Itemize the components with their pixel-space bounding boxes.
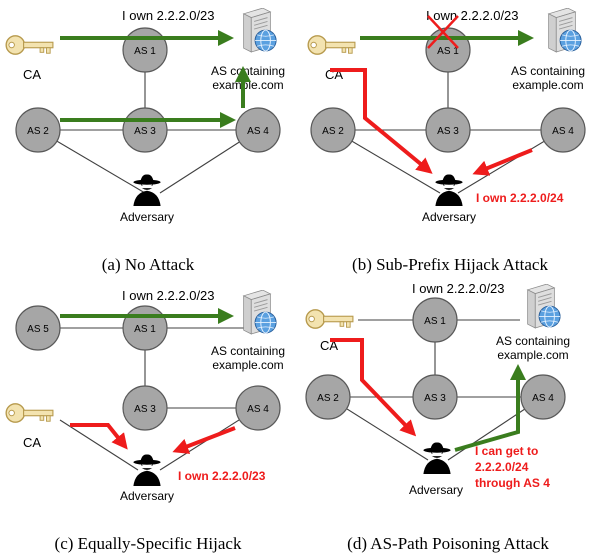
caption-d: (d) AS-Path Poisoning Attack xyxy=(347,534,549,553)
adversary-label: Adversary xyxy=(120,210,174,224)
as2-label: AS 2 xyxy=(27,126,49,137)
server-label-line1: AS containing xyxy=(511,64,585,78)
panel-b: AS 1 AS 2 AS 3 AS 4 CA I own 2.2.2.0/23 … xyxy=(307,8,586,274)
server-label-line2: example.com xyxy=(512,78,583,92)
as2-node xyxy=(305,374,351,420)
panel-a: AS 1 AS 2 AS 3 AS 4 CA I own 2.2.2.0/23 … xyxy=(5,8,285,274)
as3-label: AS 3 xyxy=(134,404,156,415)
as5-node xyxy=(15,305,61,351)
caption-c: (c) Equally-Specific Hijack xyxy=(55,534,242,553)
web-server-icon xyxy=(548,8,582,53)
key-icon xyxy=(5,35,54,55)
as4-node xyxy=(520,374,566,420)
attack-label-line2: 2.2.2.0/24 xyxy=(475,460,529,474)
as1-label: AS 1 xyxy=(424,316,446,327)
as3-node xyxy=(425,107,471,153)
server-label-line2: example.com xyxy=(212,78,283,92)
as4-label: AS 4 xyxy=(247,126,269,137)
as2-node xyxy=(310,107,356,153)
attack-label: I own 2.2.2.0/23 xyxy=(178,469,266,483)
claim-label: I own 2.2.2.0/23 xyxy=(426,8,519,23)
attack-label-line3: through AS 4 xyxy=(475,476,550,490)
web-server-icon xyxy=(243,8,277,53)
claim-label: I own 2.2.2.0/23 xyxy=(122,288,215,303)
poisoned-path-as4 xyxy=(454,364,526,452)
as4-label: AS 4 xyxy=(552,126,574,137)
panel-d: AS 1 AS 2 AS 3 AS 4 CA I own 2.2.2.0/23 … xyxy=(305,281,570,553)
as4-node xyxy=(235,107,281,153)
server-label-line1: AS containing xyxy=(496,334,570,348)
ca-label: CA xyxy=(23,435,41,450)
as2-label: AS 2 xyxy=(317,393,339,404)
caption-a: (a) No Attack xyxy=(102,255,195,274)
as1-label: AS 1 xyxy=(134,46,156,57)
as4-node xyxy=(235,385,281,431)
as3-label: AS 3 xyxy=(437,126,459,137)
attack-label: I own 2.2.2.0/24 xyxy=(476,191,564,205)
attack-path-ca xyxy=(330,68,433,174)
edge-ca-adversary xyxy=(59,419,139,471)
ca-label: CA xyxy=(23,67,41,82)
spy-icon xyxy=(435,174,463,206)
adversary-label: Adversary xyxy=(120,489,174,503)
as4-node xyxy=(540,107,586,153)
server-label-line1: AS containing xyxy=(211,64,285,78)
as3-label: AS 3 xyxy=(424,393,446,404)
key-icon xyxy=(5,403,54,423)
withdrawn-route-x xyxy=(427,15,459,49)
key-icon xyxy=(305,309,354,329)
panel-c: AS 5 AS 1 AS 3 AS 4 CA I own 2.2.2.0/23 … xyxy=(5,288,285,553)
as4-label: AS 4 xyxy=(247,404,269,415)
caption-b: (b) Sub-Prefix Hijack Attack xyxy=(352,255,548,274)
adversary-label: Adversary xyxy=(422,210,476,224)
attack-path-as4 xyxy=(472,148,533,176)
web-server-icon xyxy=(527,284,561,329)
claim-label: I own 2.2.2.0/23 xyxy=(412,281,505,296)
attack-label-line1: I can get to xyxy=(475,444,538,458)
as3-node xyxy=(412,374,458,420)
as1-label: AS 1 xyxy=(134,324,156,335)
key-icon xyxy=(307,35,356,55)
as1-node xyxy=(412,297,458,343)
as2-node xyxy=(15,107,61,153)
claim-label: I own 2.2.2.0/23 xyxy=(122,8,215,23)
spy-icon xyxy=(423,442,451,474)
attack-path-as4 xyxy=(172,426,236,454)
as3-label: AS 3 xyxy=(134,126,156,137)
attack-path-ca xyxy=(330,338,417,437)
web-server-icon xyxy=(243,290,277,335)
server-label-line2: example.com xyxy=(497,348,568,362)
as1-label: AS 1 xyxy=(437,46,459,57)
as5-label: AS 5 xyxy=(27,324,49,335)
server-label-line1: AS containing xyxy=(211,344,285,358)
as4-label: AS 4 xyxy=(532,393,554,404)
attack-path-ca xyxy=(70,423,128,450)
as3-node xyxy=(122,385,168,431)
as2-label: AS 2 xyxy=(322,126,344,137)
spy-icon xyxy=(133,174,161,206)
adversary-label: Adversary xyxy=(409,483,463,497)
server-label-line2: example.com xyxy=(212,358,283,372)
